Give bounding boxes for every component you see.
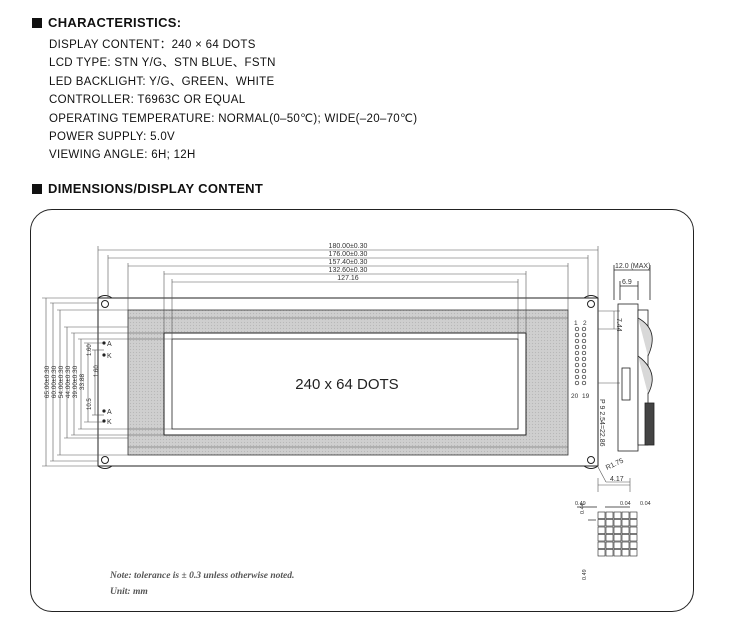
display-content-label: 240 x 64 DOTS bbox=[295, 376, 398, 393]
height-dim-39: 39.00±0.30 bbox=[72, 365, 79, 398]
dot-cell bbox=[621, 549, 630, 557]
led-anode-bottom-label: A bbox=[107, 409, 112, 416]
led-cathode-bottom-label: K bbox=[107, 419, 112, 426]
dot-cell bbox=[629, 549, 638, 557]
width-dim-157: 157.40±0.30 bbox=[329, 259, 368, 266]
height-dim-65: 65.00±0.30 bbox=[44, 365, 51, 398]
dot-cell bbox=[605, 519, 614, 527]
dot-cell bbox=[621, 526, 630, 534]
pin-1-label: 1 bbox=[574, 320, 578, 327]
spec-led-backlight: LED BACKLIGHT: Y/G、GREEN、WHITE bbox=[49, 75, 275, 88]
dot-cell bbox=[613, 526, 622, 534]
side-view bbox=[613, 265, 655, 452]
width-dimension-group bbox=[97, 246, 599, 339]
width-dim-176: 176.00±0.30 bbox=[329, 251, 368, 258]
pin-19-label: 19 bbox=[582, 393, 590, 400]
dot-cell bbox=[605, 526, 614, 534]
dot-cell bbox=[621, 511, 630, 519]
dot-cell bbox=[597, 549, 606, 557]
pin-header bbox=[574, 326, 587, 386]
led-anode-top-label: A bbox=[107, 341, 112, 348]
dot-matrix bbox=[597, 511, 638, 557]
right-dim-417: 4.17 bbox=[610, 476, 624, 483]
dot-cell bbox=[605, 534, 614, 542]
height-dim-54: 54.00±0.30 bbox=[58, 365, 65, 398]
square-bullet-icon bbox=[32, 183, 42, 194]
dot-dim-044: 0.44 bbox=[580, 503, 586, 514]
characteristics-heading-text: CHARACTERISTICS: bbox=[48, 15, 182, 30]
spec-viewing-angle: VIEWING ANGLE: 6H; 12H bbox=[49, 149, 196, 162]
dot-dim-049-top: 0.49 bbox=[575, 501, 586, 507]
spec-controller: CONTROLLER: T6963C OR EQUAL bbox=[49, 94, 246, 107]
height-dim-44: 44.00±0.30 bbox=[65, 365, 72, 398]
dot-dim-049-bottom: 0.49 bbox=[582, 569, 588, 580]
width-dim-180: 180.00±0.30 bbox=[329, 243, 368, 250]
dot-detail bbox=[577, 506, 630, 521]
dot-cell bbox=[613, 549, 622, 557]
characteristics-heading: CHARACTERISTICS: bbox=[32, 15, 181, 30]
dot-cell bbox=[597, 526, 606, 534]
dot-cell bbox=[629, 526, 638, 534]
dot-cell bbox=[621, 534, 630, 542]
dot-cell bbox=[613, 541, 622, 549]
dot-cell bbox=[613, 534, 622, 542]
dot-cell bbox=[629, 519, 638, 527]
unit-note: Unit: mm bbox=[110, 587, 148, 597]
inner-dim-c: 10.5 bbox=[87, 398, 93, 410]
right-dim-744: 7.44 bbox=[615, 318, 622, 332]
side-dim-max: 12.0 (MAX) bbox=[615, 263, 650, 270]
width-dim-127: 127.16 bbox=[337, 275, 359, 282]
characteristics-list: DISPLAY CONTENT：240 × 64 DOTS LCD TYPE: … bbox=[49, 36, 417, 165]
module-outline bbox=[97, 297, 599, 467]
dot-cell bbox=[613, 511, 622, 519]
height-dim-60: 60.00±0.30 bbox=[51, 365, 58, 398]
dot-dim-004-b: 0.04 bbox=[640, 501, 651, 507]
inner-dim-a: 1.60 bbox=[87, 344, 93, 356]
dot-cell bbox=[613, 519, 622, 527]
width-dim-132: 132.60±0.30 bbox=[329, 267, 368, 274]
dot-cell bbox=[605, 549, 614, 557]
side-dim-69: 6.9 bbox=[622, 279, 632, 286]
dot-cell bbox=[597, 534, 606, 542]
dot-cell bbox=[597, 511, 606, 519]
dot-cell bbox=[605, 511, 614, 519]
dot-cell bbox=[621, 541, 630, 549]
square-bullet-icon bbox=[32, 17, 42, 28]
spec-display-content: DISPLAY CONTENT：240 × 64 DOTS bbox=[49, 39, 256, 51]
dot-cell bbox=[605, 541, 614, 549]
dimensions-heading: DIMENSIONS/DISPLAY CONTENT bbox=[32, 181, 263, 196]
dot-cell bbox=[629, 511, 638, 519]
height-dim-33: 33.88 bbox=[79, 373, 86, 390]
tolerance-note: Note: tolerance is ± 0.3 unless otherwis… bbox=[110, 571, 295, 581]
dimensions-heading-text: DIMENSIONS/DISPLAY CONTENT bbox=[48, 181, 264, 196]
dot-dim-004-a: 0.04 bbox=[620, 501, 631, 507]
inner-dim-b: 1.60 bbox=[94, 365, 100, 377]
pin-pitch-label: P 9 2.54=22.86 bbox=[598, 399, 605, 447]
pin-2-label: 2 bbox=[583, 320, 587, 327]
dot-cell bbox=[629, 534, 638, 542]
right-dim-r175: R1.75 bbox=[605, 458, 625, 472]
drawing-frame bbox=[30, 209, 694, 612]
spec-power-supply: POWER SUPPLY: 5.0V bbox=[49, 131, 175, 144]
dot-cell bbox=[629, 541, 638, 549]
spec-operating-temperature: OPERATING TEMPERATURE: NORMAL(0–50℃); WI… bbox=[49, 112, 418, 125]
dot-cell bbox=[597, 519, 606, 527]
dot-cell bbox=[621, 519, 630, 527]
spec-lcd-type: LCD TYPE: STN Y/G、STN BLUE、FSTN bbox=[49, 57, 276, 70]
pin-20-label: 20 bbox=[571, 393, 579, 400]
dot-cell bbox=[597, 541, 606, 549]
led-cathode-top-label: K bbox=[107, 353, 112, 360]
active-area bbox=[171, 338, 519, 430]
